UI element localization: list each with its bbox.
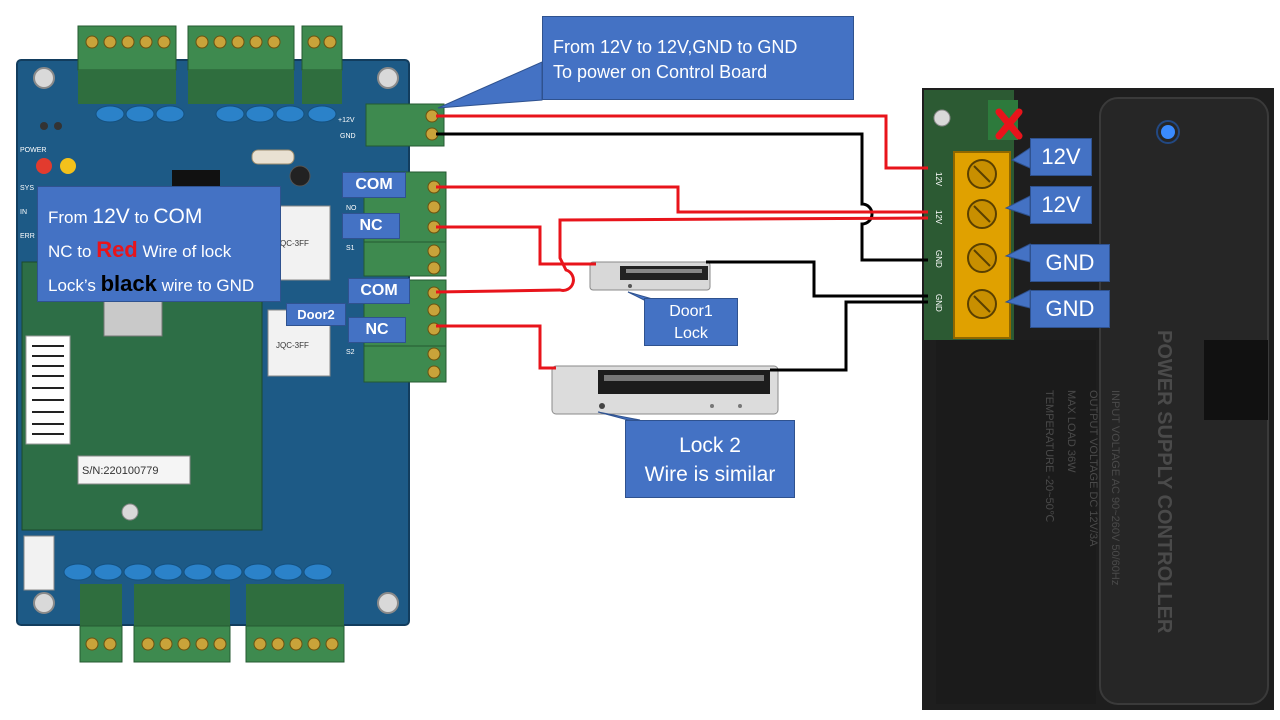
black-wire-word: black: [100, 271, 157, 296]
psu-12v-label-2: 12V: [1030, 186, 1092, 224]
board-label-plus12v: +12V: [338, 117, 355, 124]
red-wire-word: Red: [96, 237, 138, 262]
relay1-label: JQC-3FF: [276, 239, 309, 248]
board-serial-number: S/N:220100779: [82, 465, 158, 477]
psu-terminal-12v-b: 12V: [934, 210, 943, 225]
com1-terminal-label: COM: [342, 172, 406, 198]
instructions-line1: From 12V to COM: [48, 205, 203, 228]
nc2-terminal-label: NC: [348, 317, 406, 343]
door1-lock-callout-line1: Door1: [669, 303, 713, 320]
lock2-callout-line1: Lock 2: [679, 434, 741, 457]
bottom-terminal-blocks: [79, 584, 345, 663]
instructions-line2: NC to Red Wire of lock: [48, 237, 232, 262]
x-mark-icon: [995, 108, 1023, 140]
psu-gnd-label-1: GND: [1030, 244, 1110, 282]
door1-lock-callout: Door1 Lock: [644, 298, 738, 346]
com2-terminal-label: COM: [348, 278, 410, 304]
power-on-callout-line1: From 12V to 12V,GND to GND: [553, 37, 798, 57]
psu-terminal-gnd-a: GND: [934, 250, 943, 268]
lock2-image: [551, 365, 779, 415]
door1-lock-callout-line2: Lock: [674, 325, 708, 342]
control-board: +12V GND NO S1 S2 POWER SYS IN ERR S/N:2…: [16, 25, 447, 663]
relay2-label: JQC-3FF: [276, 341, 309, 350]
wiring-instructions-callout: From 12V to COM NC to Red Wire of lock L…: [37, 186, 281, 302]
psu-spec-input: INPUT VOLTAGE AC 90~260V 50/60Hz: [1109, 390, 1121, 585]
door1-lock-image: [589, 261, 711, 291]
psu-terminal-gnd-b: GND: [934, 294, 943, 312]
top-terminal-blocks: [77, 25, 343, 104]
board-label-s1: S1: [346, 245, 355, 252]
psu-12v-label-1: 12V: [1030, 138, 1092, 176]
led-icon: [36, 158, 52, 174]
board-label-gnd: GND: [340, 133, 356, 140]
psu-spec-output: OUTPUT VOLTAGE DC 12V/3A: [1087, 390, 1099, 547]
lock2-callout: Lock 2 Wire is similar: [625, 420, 795, 498]
lock2-callout-line2: Wire is similar: [644, 463, 776, 486]
board-label-err: ERR: [20, 233, 35, 240]
board-label-in: IN: [20, 209, 27, 216]
psu-spec-temp: TEMPERATURE -20~50℃: [1043, 390, 1055, 522]
nc1-terminal-label: NC: [342, 213, 400, 239]
board-label-s2: S2: [346, 349, 355, 356]
wires: [435, 114, 929, 372]
psu-terminal-12v-a: 12V: [934, 172, 943, 187]
instructions-line3: Lock’s black wire to GND: [48, 271, 255, 296]
power-on-callout-line2: To power on Control Board: [553, 62, 768, 82]
power-on-callout: From 12V to 12V,GND to GND To power on C…: [542, 16, 854, 100]
power-supply-controller: 12V 12V GND GND POWER SUPPLY CONTROLLER …: [922, 88, 1274, 710]
board-label-power: POWER: [20, 147, 46, 154]
psu-gnd-label-2: GND: [1030, 290, 1110, 328]
board-label-no: NO: [346, 205, 357, 212]
psu-spec-load: MAX LOAD 36W: [1065, 390, 1077, 473]
psu-title: POWER SUPPLY CONTROLLER: [1153, 330, 1175, 634]
board-label-sys: SYS: [20, 185, 34, 192]
door2-label: Door2: [286, 303, 346, 326]
